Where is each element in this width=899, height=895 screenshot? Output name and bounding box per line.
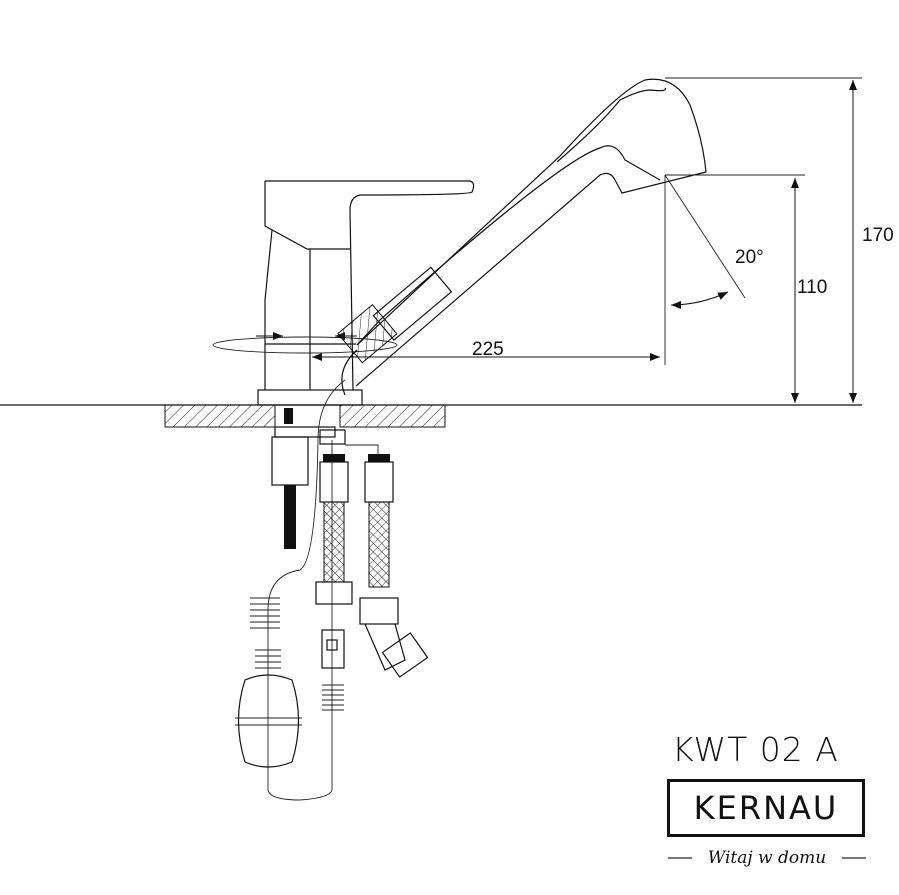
height-110-label: 110 [797,277,827,298]
dimension-total-height: 170 [665,77,894,403]
model-number: KWT 02 A [672,730,839,769]
tagline-text: Witaj w domu [707,848,827,868]
brand-name: KERNAU [693,789,839,827]
countertop-section-left [164,404,276,428]
brand-logo: KERNAU [667,779,865,837]
reach-225-label: 225 [472,339,504,360]
height-170-label: 170 [862,225,894,246]
dimension-reach: 225 [312,175,666,365]
dimension-spout-height: 110 [665,174,827,403]
installation-parts [235,426,429,768]
countertop-section-right [339,404,446,428]
dimension-angle: 20° [664,174,764,309]
pull-out-spout [267,78,707,801]
faucet-body [257,180,475,406]
divider [668,857,692,859]
brand-tagline: Witaj w domu [668,848,866,868]
angle-20-label: 20° [735,247,764,268]
divider [842,857,866,859]
